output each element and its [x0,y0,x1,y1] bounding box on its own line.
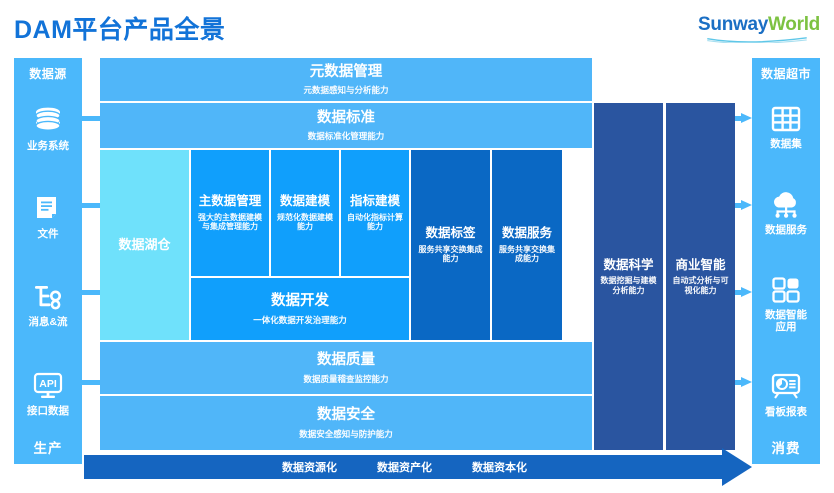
block-title: 元数据管理 [309,63,383,80]
sidebar-item-intelligent-app[interactable]: 数据智能 应用 [752,273,820,334]
logo-text-secondary: World [768,14,820,35]
value-chain-band: 数据资源化 数据资产化 数据资本化 [84,448,752,486]
api-monitor-icon: API [32,369,64,403]
sidebar-item-label: 数据服务 [765,223,807,236]
page-title: DAM平台产品全景 [14,16,226,44]
sidebar-item-api-data[interactable]: API 接口数据 [14,369,82,418]
brand-logo: SunwayWorld [698,14,820,43]
block-subtitle: 数据质量稽查监控能力 [303,373,389,384]
block-title: 数据安全 [317,407,375,424]
block-title: 数据服务 [501,226,552,241]
block-title: 数据标签 [425,226,476,241]
document-icon [33,192,63,226]
logo-swoosh-icon [707,37,807,43]
block-subtitle: 一体化数据开发治理能力 [253,314,347,325]
sidebar-item-label: 接口数据 [27,404,69,417]
sidebar-item-dataset[interactable]: 数据集 [752,102,820,151]
block-data-lakehouse[interactable]: 数据湖仓 [100,150,189,340]
sidebar-item-data-service[interactable]: 数据服务 [752,188,820,237]
band-arrow-head-icon [722,448,752,486]
cloud-service-icon [769,188,803,222]
block-subtitle: 元数据感知与分析能力 [303,85,389,96]
block-title: 数据开发 [271,293,329,310]
platform-architecture-grid: 元数据管理 元数据感知与分析能力 数据标准 数据标准化管理能力 数据湖仓 主数据… [100,58,746,450]
sidebar-right-title: 数据超市 [760,67,811,81]
block-subtitle: 强大的主数据建模与集成管理能力 [198,212,262,232]
block-subtitle: 数据挖掘与建模分析能力 [600,276,657,295]
block-business-intelligence[interactable]: 商业智能 自动式分析与可视化能力 [666,103,735,450]
block-data-tags[interactable]: 数据标签 服务共享交换集成能力 [411,150,490,340]
svg-text:API: API [39,378,57,390]
block-metric-modeling[interactable]: 指标建模 自动化指标计算能力 [341,150,409,276]
dashboard-report-icon [769,370,803,404]
sidebar-item-business-system[interactable]: 业务系统 [14,104,82,153]
sidebar-item-label: 消息&流 [28,316,68,329]
block-data-security[interactable]: 数据安全 数据安全感知与防护能力 [100,396,592,450]
message-stream-icon [32,280,64,314]
sidebar-item-dashboard-report[interactable]: 看板报表 [752,370,820,419]
block-subtitle: 自动式分析与可视化能力 [672,276,729,295]
database-icon [32,104,64,138]
block-title: 数据标准 [317,109,375,126]
sidebar-left-title: 数据源 [29,67,67,81]
logo-text-primary: Sunway [698,14,769,35]
sidebar-left-footer: 生产 [33,441,63,456]
block-title: 指标建模 [349,194,400,209]
page-header: DAM平台产品全景 SunwayWorld [0,0,834,52]
block-data-quality[interactable]: 数据质量 数据质量稽查监控能力 [100,342,592,394]
block-data-modeling[interactable]: 数据建模 规范化数据建模能力 [271,150,339,276]
block-subtitle: 规范化数据建模能力 [277,212,333,232]
band-stage-3: 数据资本化 [472,462,527,474]
sidebar-item-label: 数据智能 应用 [765,308,807,333]
block-data-services[interactable]: 数据服务 服务共享交换集成能力 [492,150,562,340]
block-subtitle: 服务共享交换集成能力 [499,244,555,264]
sidebar-item-file[interactable]: 文件 [14,192,82,241]
sidebar-item-label: 文件 [37,228,59,240]
block-title: 数据科学 [603,257,654,272]
block-title: 商业智能 [675,257,726,272]
block-title: 数据质量 [317,352,375,369]
block-subtitle: 自动化指标计算能力 [347,212,403,232]
app-blocks-icon [771,273,801,307]
sidebar-item-label: 数据集 [770,138,802,151]
block-master-data-management[interactable]: 主数据管理 强大的主数据建模与集成管理能力 [191,150,269,276]
block-metadata-management[interactable]: 元数据管理 元数据感知与分析能力 [100,58,592,101]
sidebar-right-footer: 消费 [771,441,801,456]
block-subtitle: 数据标准化管理能力 [307,131,385,142]
block-data-development[interactable]: 数据开发 一体化数据开发治理能力 [191,278,409,340]
sidebar-item-label: 业务系统 [27,139,69,152]
sidebar-data-source: 数据源 业务系统 [14,58,82,464]
table-grid-icon [770,102,802,136]
band-stage-2: 数据资产化 [377,462,432,474]
block-data-standard[interactable]: 数据标准 数据标准化管理能力 [100,103,592,148]
block-data-science[interactable]: 数据科学 数据挖掘与建模分析能力 [594,103,663,450]
band-stage-1: 数据资源化 [282,462,337,474]
block-subtitle: 数据安全感知与防护能力 [299,428,393,439]
sidebar-data-market: 数据超市 数据集 [752,58,820,464]
block-title: 数据建模 [279,194,330,209]
sidebar-item-label: 看板报表 [765,405,807,418]
band-bar [84,455,725,479]
sidebar-item-message-stream[interactable]: 消息&流 [14,280,82,329]
block-subtitle: 服务共享交换集成能力 [418,244,483,264]
block-title: 数据湖仓 [118,236,171,252]
block-title: 主数据管理 [198,194,262,209]
